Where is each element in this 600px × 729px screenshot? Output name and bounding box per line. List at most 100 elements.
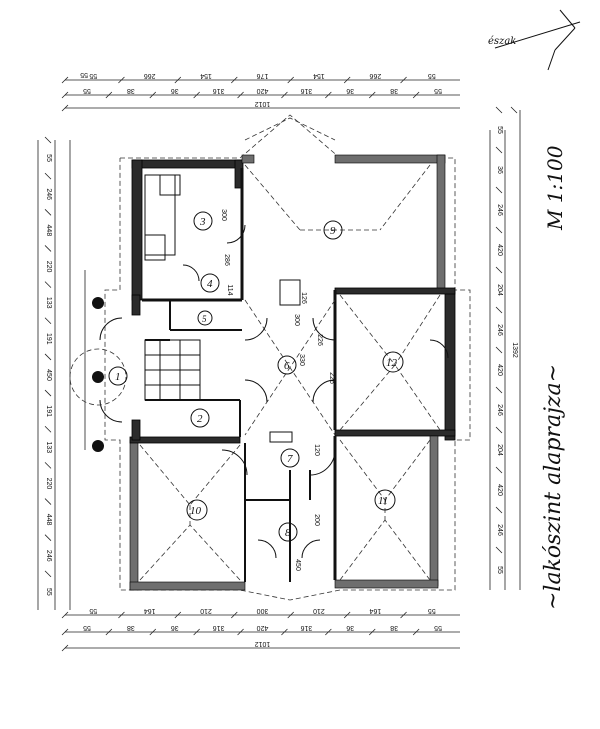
interior-dimension-label: 300 bbox=[293, 314, 300, 326]
svg-text:1: 1 bbox=[115, 371, 121, 383]
svg-text:2: 2 bbox=[197, 413, 203, 425]
dimension-label: 420 bbox=[257, 624, 269, 631]
north-label: észak bbox=[488, 36, 516, 47]
interior-dimension-label: 226 bbox=[316, 334, 323, 346]
dimension-label: 316 bbox=[213, 87, 225, 94]
dimension-label: 36 bbox=[171, 87, 179, 94]
dimension-label: 220 bbox=[45, 478, 52, 490]
bottom-dimension-lines bbox=[65, 614, 460, 649]
interior-dimension-label: 286 bbox=[223, 254, 230, 266]
dim-text-top-total: 1012 bbox=[61, 100, 270, 112]
dimension-label: 204 bbox=[496, 284, 503, 296]
dim-text-bottom-total: 1012 bbox=[61, 640, 271, 652]
dimension-label: 55 bbox=[89, 72, 97, 79]
dimension-label: 133 bbox=[45, 441, 52, 453]
door-swings bbox=[99, 224, 449, 559]
dimension-label: 420 bbox=[496, 364, 503, 376]
svg-text:3: 3 bbox=[199, 216, 206, 228]
dimension-label: 448 bbox=[45, 514, 52, 526]
dimension-label: 55 bbox=[434, 624, 442, 631]
room-label-5: 5 bbox=[197, 310, 213, 326]
drawing-scale: M 1:100 bbox=[543, 145, 567, 231]
dimension-label: 220 bbox=[45, 261, 52, 273]
svg-text:5: 5 bbox=[202, 314, 207, 324]
dimension-label: 36 bbox=[171, 624, 179, 631]
dimension-label: 38 bbox=[390, 624, 398, 631]
dimension-label: 191 bbox=[45, 333, 52, 345]
svg-text:9: 9 bbox=[330, 225, 336, 237]
dimension-label: 55 bbox=[434, 87, 442, 94]
dimension-label: 246 bbox=[496, 404, 503, 416]
dimension-label: 36 bbox=[346, 624, 354, 631]
dimension-label: 55 bbox=[428, 607, 436, 614]
dimension-label: 55 bbox=[89, 607, 97, 614]
dimension-label: 300 bbox=[257, 607, 269, 614]
dimension-label: 246 bbox=[496, 204, 503, 216]
room-label-12: 12 bbox=[382, 351, 404, 373]
dimension-label: 448 bbox=[45, 225, 52, 237]
dimension-label: 38 bbox=[127, 87, 135, 94]
room-label-8: 8 bbox=[278, 522, 298, 542]
dimension-label: 420 bbox=[496, 244, 503, 256]
dimension-label: 266 bbox=[369, 72, 381, 79]
dimension-label: 55 bbox=[83, 624, 91, 631]
dim-text-top-row1: 55 266 154 176 154 266 55 bbox=[61, 72, 436, 84]
dimension-label: 55 bbox=[83, 87, 91, 94]
right-dimension-lines bbox=[489, 110, 521, 590]
room-label-2: 2 bbox=[190, 408, 210, 428]
dimension-label: 154 bbox=[200, 72, 212, 79]
dimension-label: 176 bbox=[257, 72, 269, 79]
svg-text:55: 55 bbox=[80, 71, 88, 78]
dimension-label: 246 bbox=[496, 324, 503, 336]
dimension-label: 420 bbox=[496, 484, 503, 496]
dimension-label: 450 bbox=[45, 369, 52, 381]
room-label-11: 11 bbox=[374, 489, 396, 511]
dimension-label: 55 bbox=[496, 126, 503, 134]
outer-walls bbox=[129, 154, 456, 591]
svg-text:12: 12 bbox=[386, 357, 398, 369]
dimension-label: 133 bbox=[45, 297, 52, 309]
interior-dimension-label: 200 bbox=[313, 514, 320, 526]
dimension-label: 154 bbox=[313, 72, 325, 79]
interior-dimension-label: 450 bbox=[294, 559, 301, 571]
svg-text:8: 8 bbox=[285, 527, 291, 539]
interior-dimension-label: 120 bbox=[313, 444, 320, 456]
dimension-label: 1392 bbox=[511, 342, 518, 358]
dimension-label: 420 bbox=[257, 87, 269, 94]
svg-text:6: 6 bbox=[284, 360, 290, 372]
dimension-label: 246 bbox=[496, 524, 503, 536]
dimension-label: 266 bbox=[144, 72, 156, 79]
dimension-label: 164 bbox=[144, 607, 156, 614]
dimension-label: 316 bbox=[213, 624, 225, 631]
room-labels: 1 2 3 4 5 6 7 8 9 10 11 12 bbox=[108, 211, 404, 542]
dimension-label: 36 bbox=[346, 87, 354, 94]
interior-dimension-label: 330 bbox=[298, 354, 305, 366]
north-marker: észak bbox=[488, 9, 581, 71]
dimension-label: 1012 bbox=[255, 640, 271, 647]
dimension-label: 36 bbox=[496, 166, 503, 174]
room-label-1: 1 bbox=[108, 366, 128, 386]
dimension-label: 246 bbox=[45, 188, 52, 200]
room-label-9: 9 bbox=[323, 220, 343, 240]
svg-text:11: 11 bbox=[378, 495, 388, 507]
top-dimension-lines: 55 bbox=[65, 71, 460, 109]
dimension-label: 38 bbox=[127, 624, 135, 631]
dimension-label: 210 bbox=[313, 607, 325, 614]
dimension-label: 164 bbox=[369, 607, 381, 614]
dimension-label: 204 bbox=[496, 444, 503, 456]
hip-lines bbox=[139, 164, 441, 581]
room-label-4: 4 bbox=[200, 273, 220, 293]
dimension-label: 316 bbox=[300, 87, 312, 94]
interior-dimension-label: 114 bbox=[226, 284, 233, 295]
interior-dimension-label: 126 bbox=[300, 292, 307, 304]
dimension-label: 55 bbox=[45, 588, 52, 596]
dimension-label: 191 bbox=[45, 405, 52, 417]
svg-text:10: 10 bbox=[190, 505, 202, 517]
